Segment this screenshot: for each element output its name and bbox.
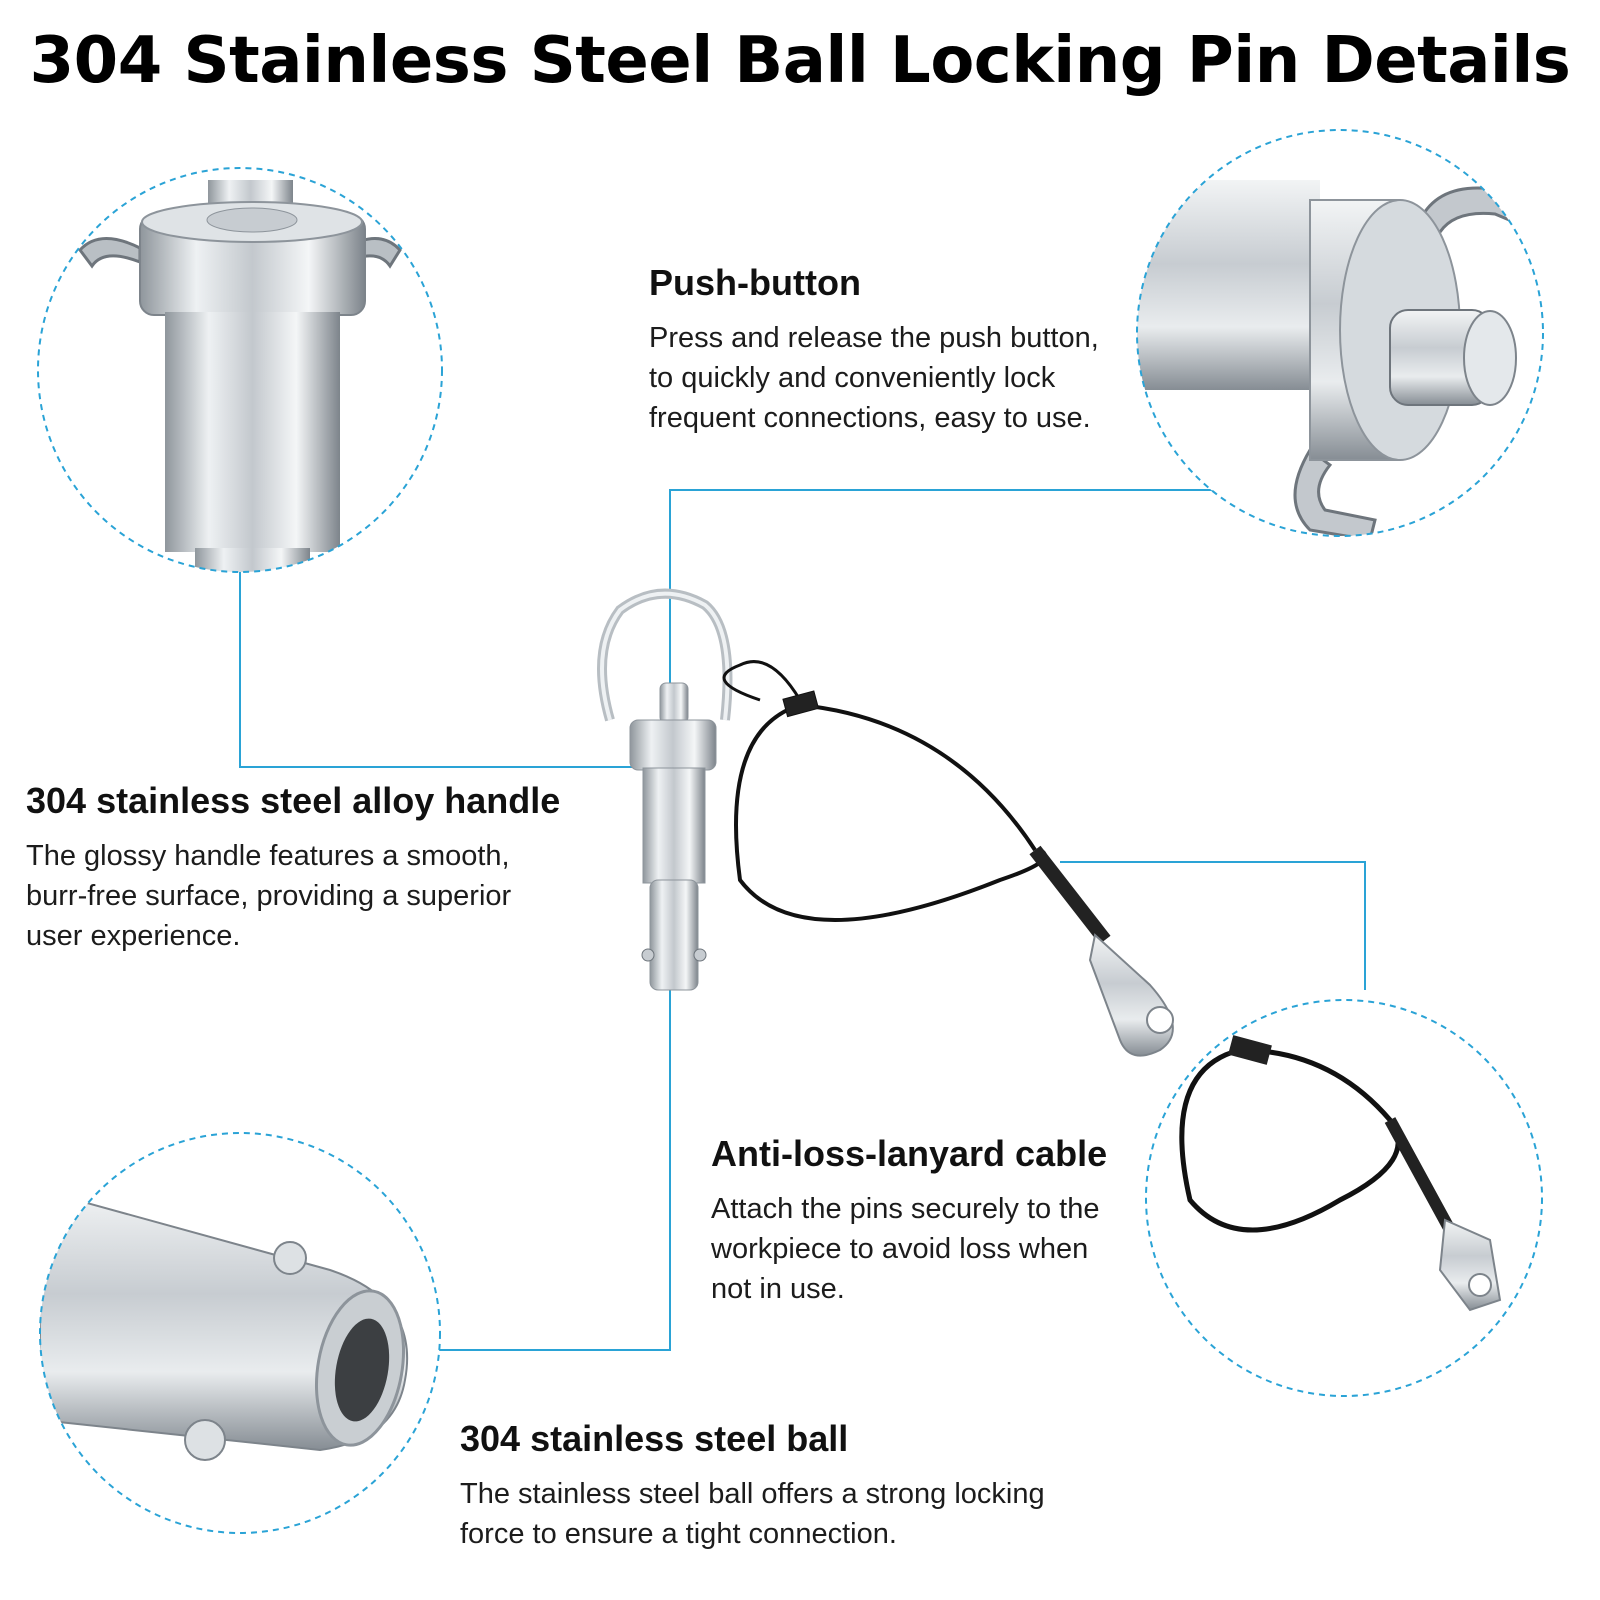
zoom-circle-outline — [39, 1132, 441, 1534]
zoom-handle-circle — [38, 168, 442, 572]
zoom-circle-outline — [1136, 129, 1544, 537]
pin-assembly — [597, 588, 733, 991]
callout-heading: 304 stainless steel ball — [460, 1418, 849, 1459]
callout-heading: 304 stainless steel alloy handle — [26, 780, 561, 821]
callout-push-button: Push-button Press and release the push b… — [649, 262, 1169, 438]
lanyard-cable — [722, 660, 1111, 945]
connector-lanyard — [1060, 861, 1366, 990]
connector-ball — [438, 990, 671, 1351]
zoom-circle-outline — [1145, 999, 1543, 1397]
callout-lanyard: Anti-loss-lanyard cable Attach the pins … — [711, 1133, 1171, 1309]
page-title: 304 Stainless Steel Ball Locking Pin Det… — [29, 24, 1571, 98]
callout-line: The stainless steel ball offers a strong… — [460, 1478, 1045, 1510]
callout-line: to quickly and conveniently lock — [649, 362, 1056, 394]
lanyard-eyelet — [1088, 933, 1174, 1057]
callout-line: Attach the pins securely to the — [711, 1193, 1100, 1225]
callout-line: burr-free surface, providing a superior — [26, 880, 512, 912]
callout-line: workpiece to avoid loss when — [711, 1233, 1089, 1265]
callout-line: frequent connections, easy to use. — [649, 402, 1091, 434]
callout-line: Press and release the push button, — [649, 322, 1099, 354]
callout-heading: Anti-loss-lanyard cable — [711, 1133, 1108, 1174]
callout-line: The glossy handle features a smooth, — [26, 840, 510, 872]
callout-heading: Push-button — [649, 262, 861, 303]
connector-push-button — [669, 489, 1230, 690]
zoom-circle-outline — [37, 167, 443, 573]
callout-line: user experience. — [26, 920, 241, 952]
callout-line: not in use. — [711, 1273, 845, 1305]
zoom-ball-circle — [40, 1133, 440, 1533]
callout-handle: 304 stainless steel alloy handle The glo… — [26, 780, 646, 956]
connector-handle — [239, 572, 660, 768]
connector-lines — [239, 489, 1366, 1351]
zoom-lanyard-circle — [1146, 1000, 1542, 1396]
zoom-push-button-circle — [1137, 130, 1543, 536]
callout-line: force to ensure a tight connection. — [460, 1518, 897, 1550]
callout-ball: 304 stainless steel ball The stainless s… — [460, 1418, 1140, 1554]
